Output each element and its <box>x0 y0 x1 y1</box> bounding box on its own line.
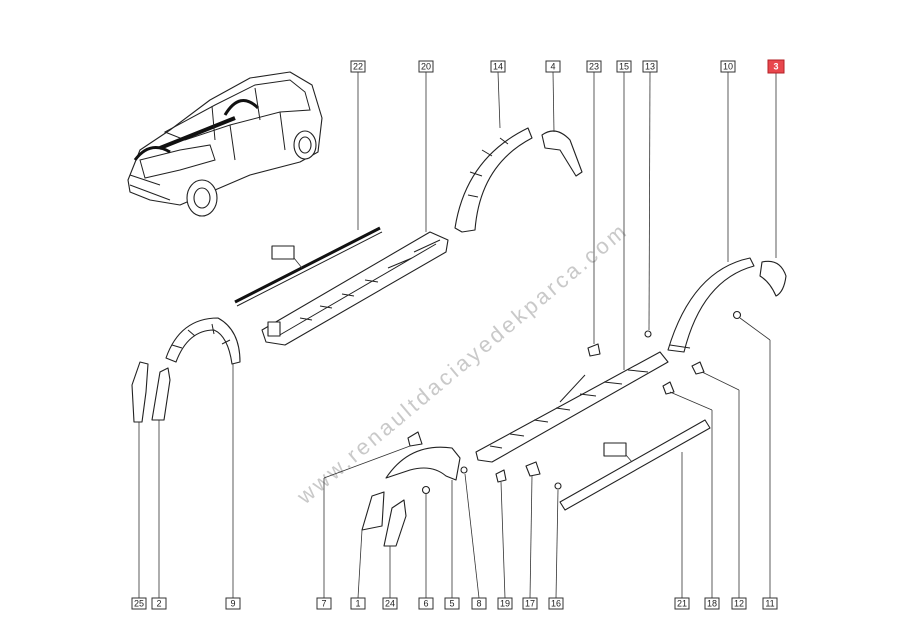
ref-10: 10 <box>720 60 736 73</box>
part-1-mud-flap <box>361 491 385 531</box>
ref-11: 11 <box>762 597 778 610</box>
svg-text:2: 2 <box>156 599 161 609</box>
ref-22: 22 <box>350 60 366 73</box>
svg-text:5: 5 <box>449 599 454 609</box>
label-tag-right <box>603 442 633 463</box>
top-ref-numbers: 22 20 14 4 23 15 13 10 3 <box>350 59 785 74</box>
svg-text:6: 6 <box>423 599 428 609</box>
part-5-arch-piece <box>385 446 461 481</box>
screw-6 <box>421 485 431 495</box>
svg-text:1: 1 <box>355 599 360 609</box>
ref-13: 13 <box>642 60 658 73</box>
part-14-front-arch <box>454 127 533 233</box>
part-7-clip <box>407 431 423 447</box>
fastener-13 <box>644 330 652 338</box>
part-22-rail-strip <box>234 226 383 307</box>
svg-text:8: 8 <box>476 599 481 609</box>
ref-25: 25 <box>131 597 147 610</box>
fastener-8 <box>460 466 468 474</box>
ref-1: 1 <box>350 597 366 610</box>
part-9-wheel-arch <box>165 317 241 365</box>
svg-text:17: 17 <box>525 599 535 609</box>
ref-9: 9 <box>225 597 241 610</box>
ref-14: 14 <box>490 60 506 73</box>
screw-16 <box>554 482 562 490</box>
part-2-mud-flap <box>151 367 171 421</box>
svg-text:14: 14 <box>493 62 503 72</box>
svg-text:21: 21 <box>677 599 687 609</box>
part-25-mud-flap <box>131 361 149 423</box>
svg-text:19: 19 <box>500 599 510 609</box>
svg-text:18: 18 <box>707 599 717 609</box>
svg-text:7: 7 <box>321 599 326 609</box>
part-23-clip <box>587 343 601 357</box>
svg-text:10: 10 <box>723 62 733 72</box>
svg-text:9: 9 <box>230 599 235 609</box>
part-4-arch-extension <box>541 130 583 177</box>
ref-8: 8 <box>471 597 487 610</box>
ref-12: 12 <box>731 597 747 610</box>
ref-3-highlighted[interactable]: 3 <box>767 59 785 74</box>
part-3-arch-end-piece <box>759 260 787 297</box>
label-tag-left <box>271 245 303 269</box>
fastener-12 <box>691 361 705 375</box>
svg-text:23: 23 <box>589 62 599 72</box>
bottom-ref-numbers: 25 2 9 7 1 24 6 5 8 19 17 16 21 18 12 11 <box>131 597 778 610</box>
svg-text:13: 13 <box>645 62 655 72</box>
part-20-sill-upper <box>261 231 449 346</box>
svg-text:15: 15 <box>619 62 629 72</box>
part-10-rear-arch <box>667 257 755 353</box>
fastener-18 <box>662 381 675 395</box>
svg-text:20: 20 <box>421 62 431 72</box>
svg-text:22: 22 <box>353 62 363 72</box>
ref-5: 5 <box>444 597 460 610</box>
watermark-text: www.renaultdaciayedekparca.com <box>291 217 633 509</box>
ref-4: 4 <box>545 60 561 73</box>
svg-text:12: 12 <box>734 599 744 609</box>
svg-text:3: 3 <box>773 62 778 72</box>
ref-20: 20 <box>418 60 434 73</box>
svg-text:11: 11 <box>765 599 774 609</box>
svg-text:16: 16 <box>551 599 561 609</box>
part-15-sill-lower <box>475 351 669 463</box>
svg-text:24: 24 <box>385 599 395 609</box>
ref-23: 23 <box>586 60 602 73</box>
ref-24: 24 <box>382 597 398 610</box>
clip-17 <box>525 461 541 477</box>
svg-text:4: 4 <box>550 62 555 72</box>
ref-19: 19 <box>497 597 513 610</box>
fastener-11 <box>732 310 742 320</box>
ref-15: 15 <box>616 60 632 73</box>
ref-7: 7 <box>316 597 332 610</box>
ref-18: 18 <box>704 597 720 610</box>
part-21-trim-strip <box>559 419 711 511</box>
car-illustration <box>127 71 323 217</box>
ref-17: 17 <box>522 597 538 610</box>
ref-2: 2 <box>151 597 167 610</box>
ref-16: 16 <box>548 597 564 610</box>
ref-6: 6 <box>418 597 434 610</box>
leader-lines <box>138 71 777 599</box>
svg-text:25: 25 <box>134 599 144 609</box>
part-24-mud-flap <box>383 499 407 547</box>
nut-19 <box>495 469 507 483</box>
ref-21: 21 <box>674 597 690 610</box>
